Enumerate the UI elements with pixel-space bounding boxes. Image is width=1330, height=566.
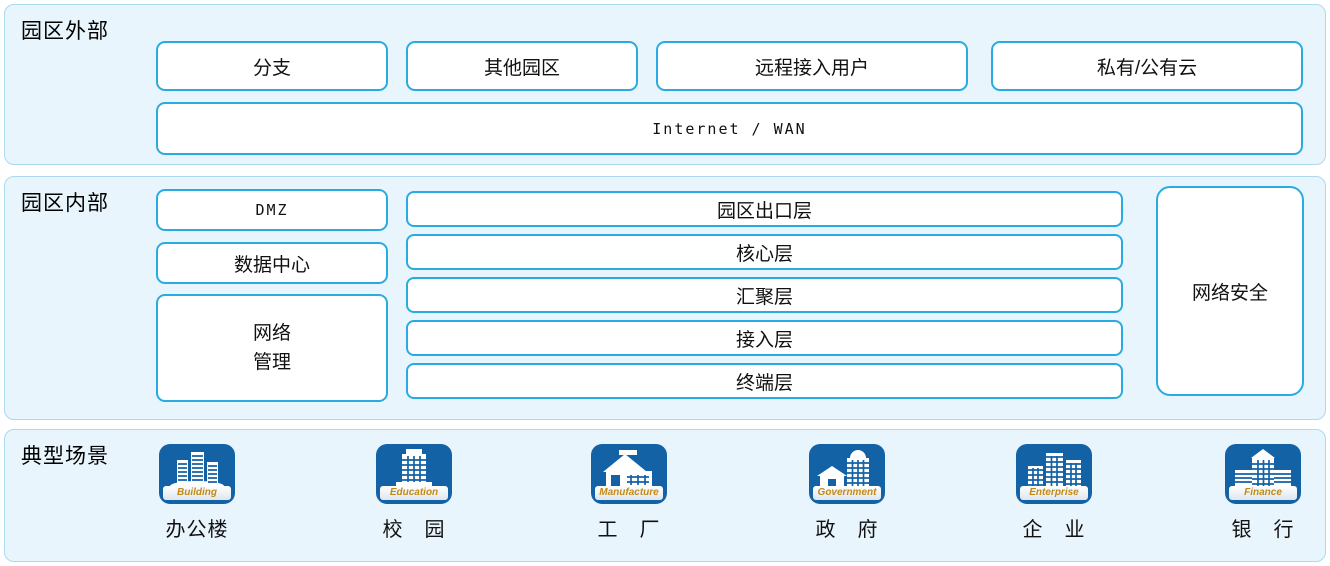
section-campus-internal: 园区内部 DMZ 数据中心 网络 管理 园区出口层 核心层 汇聚层 接入层 终端… (4, 176, 1326, 420)
icon-en-label: Manufacture (595, 486, 663, 500)
scenario-item-campus-school: Education 校 园 (339, 444, 489, 542)
node-internet-wan: Internet / WAN (156, 102, 1303, 155)
scenario-label: 银 行 (1231, 519, 1295, 541)
icon-en-label: Building (163, 486, 231, 500)
icon-en-label: Enterprise (1020, 486, 1088, 500)
layer-terminal: 终端层 (406, 363, 1123, 399)
enterprise-icon: Enterprise (1016, 444, 1092, 504)
node-branch: 分支 (156, 41, 388, 91)
education-icon: Education (376, 444, 452, 504)
section-title: 典型场景 (21, 445, 109, 468)
building-icon: Building (159, 444, 235, 504)
finance-icon: Finance (1225, 444, 1301, 504)
node-other-campus: 其他园区 (406, 41, 638, 91)
scenario-item-enterprise: Enterprise 企 业 (979, 444, 1129, 542)
section-typical-scenarios: 典型场景 Building 办公楼 Education 校 园 (4, 429, 1326, 562)
icon-en-label: Finance (1229, 486, 1297, 500)
scenario-item-office-building: Building 办公楼 (122, 444, 272, 542)
icon-en-label: Education (380, 486, 448, 500)
node-remote-access-users: 远程接入用户 (656, 41, 968, 91)
icon-en-label: Government (813, 486, 881, 500)
node-data-center: 数据中心 (156, 242, 388, 284)
layer-core: 核心层 (406, 234, 1123, 270)
scenario-label: 政 府 (815, 519, 879, 541)
scenario-item-government: Government 政 府 (772, 444, 922, 542)
government-icon: Government (809, 444, 885, 504)
layer-campus-egress: 园区出口层 (406, 191, 1123, 227)
node-private-public-cloud: 私有/公有云 (991, 41, 1303, 91)
node-network-security: 网络安全 (1156, 186, 1304, 396)
scenario-label: 校 园 (382, 519, 446, 541)
node-network-management: 网络 管理 (156, 294, 388, 402)
layer-aggregation: 汇聚层 (406, 277, 1123, 313)
scenario-label: 工 厂 (597, 519, 661, 541)
layer-access: 接入层 (406, 320, 1123, 356)
scenario-item-bank: Finance 银 行 (1188, 444, 1330, 542)
scenario-label: 企 业 (1022, 519, 1086, 541)
manufacture-icon: Manufacture (591, 444, 667, 504)
scenario-label: 办公楼 (165, 519, 229, 541)
section-campus-external: 园区外部 分支 其他园区 远程接入用户 私有/公有云 Internet / WA… (4, 4, 1326, 165)
scenario-item-factory: Manufacture 工 厂 (554, 444, 704, 542)
node-dmz: DMZ (156, 189, 388, 231)
section-title: 园区内部 (21, 192, 109, 215)
section-title: 园区外部 (21, 20, 109, 43)
